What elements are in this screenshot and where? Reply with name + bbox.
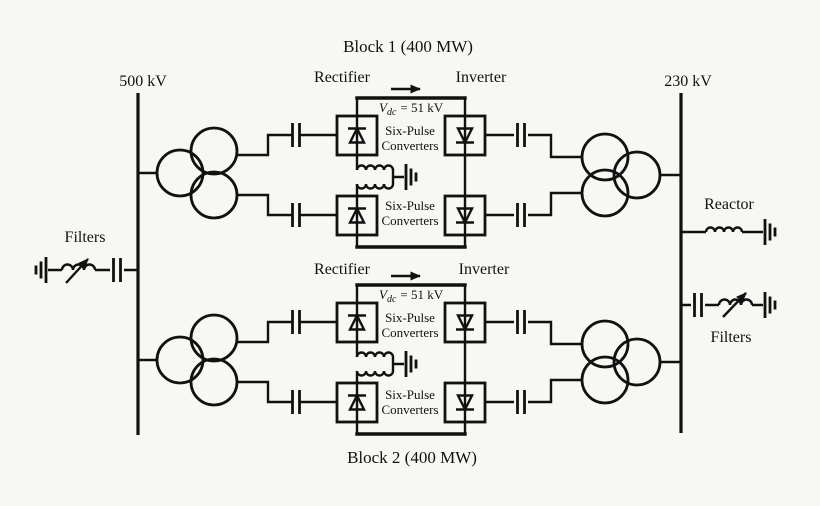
block-1-labels: Block 1 (400 MW) Rectifier Inverter Vdc=… [314,37,507,228]
bus-label: 230 kV [664,73,712,90]
rectifier-label: Rectifier [314,261,371,278]
ground-icon [763,217,777,247]
ground-icon [763,290,777,320]
ground-icon [34,255,48,285]
block-title: Block 2 (400 MW) [347,448,477,467]
converter-caption-line2: Converters [381,138,438,153]
converter-caption-line1: Six-Pulse [385,198,435,213]
block-title: Block 1 (400 MW) [343,37,473,56]
right-bus-230kv: 230 kV [664,73,712,433]
capacitor-icon [693,291,703,319]
converter-caption-line2: Converters [381,213,438,228]
variable-arrow-icon [722,292,747,318]
rectifier-label: Rectifier [314,69,371,86]
bus-label: 500 kV [119,73,167,90]
right-reactor-branch: Reactor [681,196,777,247]
capacitor-icon [112,256,122,284]
converter-caption-line1: Six-Pulse [385,310,435,325]
filters-label: Filters [65,229,106,246]
converter-caption-line1: Six-Pulse [385,387,435,402]
dc-voltage-label: Vdc= 51 kV [379,287,444,305]
left-bus-500kv: 500 kV [119,73,167,435]
converter-caption-line2: Converters [381,402,438,417]
variable-arrow-icon [65,258,89,284]
reactor-label: Reactor [704,196,754,213]
right-filter-branch: Filters [681,290,777,346]
converter-caption-line1: Six-Pulse [385,123,435,138]
dc-voltage-label: Vdc= 51 kV [379,100,444,118]
inverter-label: Inverter [459,261,510,278]
inductor-icon [704,226,744,233]
filters-label: Filters [711,329,752,346]
converter-caption-line2: Converters [381,325,438,340]
inverter-label: Inverter [456,69,507,86]
block-2-labels: Block 2 (400 MW) Rectifier Inverter Vdc=… [314,261,510,467]
left-filter-branch: Filters [34,229,138,285]
